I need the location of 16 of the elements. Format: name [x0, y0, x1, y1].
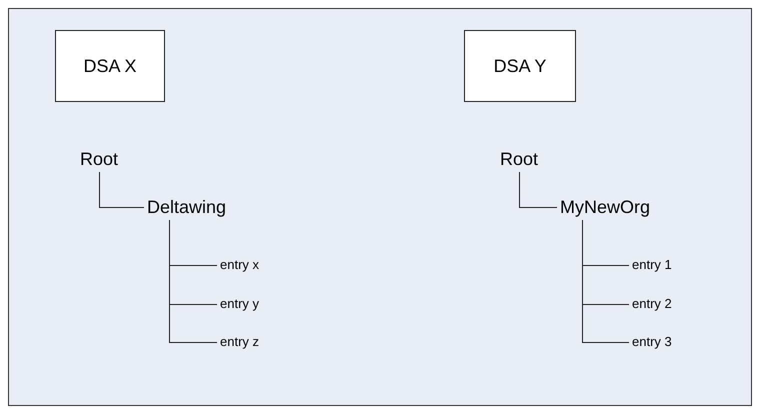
tree-node-label: Root — [500, 148, 538, 170]
dsa-box: DSA Y — [464, 30, 576, 102]
dsa-box: DSA X — [55, 30, 165, 102]
tree-connector — [99, 172, 144, 208]
entry-label: entry z — [220, 334, 260, 350]
tree-connector — [582, 220, 630, 343]
tree-connector — [519, 172, 558, 208]
tree-node-label: MyNewOrg — [560, 196, 650, 218]
tree-node-label: Deltawing — [147, 196, 226, 218]
entry-label: entry 2 — [632, 296, 672, 312]
entry-label: entry 1 — [632, 257, 672, 273]
entry-label: entry y — [220, 296, 260, 312]
entry-label: entry 3 — [632, 334, 672, 350]
entry-label: entry x — [220, 257, 260, 273]
tree-connector — [169, 220, 218, 343]
tree-node-label: Root — [80, 148, 118, 170]
